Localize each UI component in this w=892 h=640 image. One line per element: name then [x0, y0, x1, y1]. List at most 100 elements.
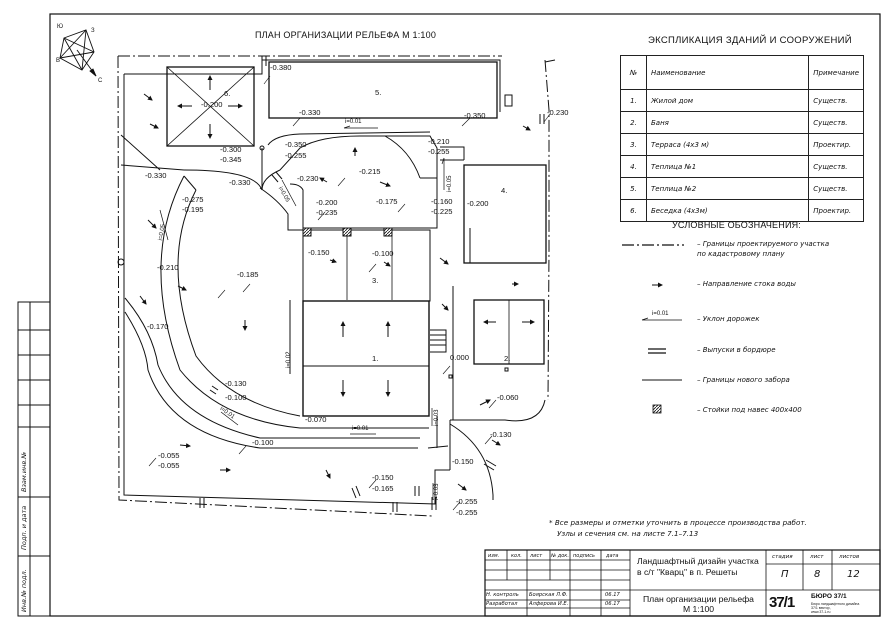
sheets-value: 12 [847, 569, 860, 580]
elevation-mark: -0.100 [252, 438, 274, 447]
title-header-change: изм. [488, 553, 500, 559]
slope-label: i=0.01 [352, 426, 369, 432]
elevation-mark: -0.200 [316, 198, 338, 207]
bureau-logo: 37/1 [769, 594, 795, 611]
compass-south-label: С [98, 78, 103, 84]
elevation-mark: -0.330 [145, 171, 167, 180]
building-4-label: 4. [501, 186, 508, 195]
elevation-mark: 0.000 [450, 353, 470, 362]
elevation-mark: -0.055 [158, 451, 180, 460]
legend-item-posts: – Стойки под навес 400х400 [697, 406, 802, 414]
elevation-mark: -0.350 [464, 111, 486, 120]
building-5-label: 5. [375, 88, 382, 97]
plan-title: ПЛАН ОРГАНИЗАЦИИ РЕЛЬЕФА М 1:100 [255, 30, 437, 40]
elevation-mark: -0.060 [497, 393, 519, 402]
control-name: Боярская Л.Ф. [529, 592, 568, 598]
elevation-mark: -0.200 [467, 199, 489, 208]
explication-title: ЭКСПЛИКАЦИЯ ЗДАНИЙ И СООРУЖЕНИЙ [648, 35, 852, 46]
elevation-mark: -0.100 [372, 249, 394, 258]
note-line-2: Узлы и сечения см. на листе 7.1–7.13 [557, 529, 699, 538]
elevation-mark: -0.175 [376, 197, 398, 206]
control-date: 06.17 [605, 592, 620, 598]
elevation-mark: -0.070 [305, 415, 327, 424]
elevation-mark: -0.215 [359, 167, 381, 176]
legend-item-boundary: – Границы проектируемого участка по када… [697, 240, 830, 258]
developer-date: 06.17 [605, 601, 620, 607]
elevation-mark: -0.230 [297, 174, 319, 183]
elevation-mark: -0.255 [456, 508, 478, 517]
elevation-mark: -0.185 [237, 270, 259, 279]
elevation-mark: -0.330 [229, 178, 251, 187]
building-6-label: 6. [224, 89, 231, 98]
legend-item-slope: – Уклон дорожек [697, 315, 760, 323]
explication-cell-name: Беседка (4х3м) [645, 199, 810, 222]
stage-header: стадия [772, 554, 793, 560]
sheet-header: лист [810, 554, 824, 560]
legend-item-flow: – Направление стока воды [697, 280, 796, 288]
elevation-mark: -0.150 [308, 248, 330, 257]
sheet-title-line-2: М 1:100 [683, 604, 715, 614]
elevation-mark: -0.275 [182, 195, 204, 204]
compass-rose-icon [59, 29, 97, 77]
elevation-mark: -0.170 [147, 322, 169, 331]
elevation-mark: -0.200 [201, 100, 223, 109]
elevation-mark: -0.330 [299, 108, 321, 117]
legend-title: УСЛОВНЫЕ ОБОЗНАЧЕНИЯ: [672, 220, 802, 230]
stage-value: П [781, 569, 789, 580]
elevation-mark: -0.130 [225, 379, 247, 388]
elevation-mark: -0.210 [428, 137, 450, 146]
elevation-mark: -0.165 [372, 484, 394, 493]
project-title-line-1: Ландшафтный дизайн участка [637, 556, 759, 566]
title-header-signature: подпись [573, 553, 595, 559]
elevation-mark: -0.150 [372, 473, 394, 482]
bureau-detail-2: 37/1 вектор, [811, 606, 831, 610]
table-row: 6. Беседка (4х3м) Проектир. [620, 199, 864, 222]
elevation-mark: -0.130 [490, 430, 512, 439]
elevation-mark: -0.100 [225, 393, 247, 402]
elevation-mark: -0.380 [270, 63, 292, 72]
elevation-mark: -0.255 [428, 147, 450, 156]
elevation-mark: -0.345 [220, 155, 242, 164]
path-slope-symbol [641, 317, 682, 321]
developer-role: Разработал [486, 601, 518, 607]
elevation-mark: -0.255 [285, 151, 307, 160]
title-header-sheet: лист [530, 553, 543, 559]
title-header-doc: № док. [551, 553, 569, 559]
legend-symbols [622, 244, 684, 414]
legend-item-outlets: – Выпуски в бордюре [697, 346, 776, 354]
developer-name: Алферова И.Е. [529, 601, 569, 607]
note-line-1: * Все размеры и отметки уточнить в проце… [549, 518, 807, 527]
explication-cell-number: 6. [620, 199, 647, 222]
elevation-mark: -0.055 [158, 461, 180, 470]
elevation-mark: -0.230 [547, 108, 569, 117]
elevation-mark: -0.160 [431, 197, 453, 206]
general-note: * Все размеры и отметки уточнить в проце… [549, 517, 807, 539]
control-role: Н. контроль [486, 592, 519, 598]
elevation-mark: -0.235 [316, 208, 338, 217]
bureau-name: БЮРО 37/1 [811, 593, 847, 600]
title-header-date: дата [606, 553, 619, 559]
explication-table: № Наименование Примечание 1. Жилой дом С… [620, 55, 864, 222]
building-1-label: 1. [372, 354, 379, 363]
elevation-mark: -0.195 [182, 205, 204, 214]
elevation-mark: -0.300 [220, 145, 242, 154]
building-2-label: 2. [504, 354, 511, 363]
compass-east-label: З [91, 28, 95, 34]
sheet-title-line-1: План организации рельефа [643, 594, 754, 604]
elevation-mark: -0.350 [285, 140, 307, 149]
compass-west-label: В [56, 58, 61, 64]
project-title-line-2: в с/т "Кварц" в п. Решеты [637, 567, 738, 577]
sheet-value: 8 [814, 569, 821, 580]
slope-label: i=0.01 [345, 119, 362, 125]
table-row: 3. Терраса (4х3 м) Проектир. [620, 133, 864, 156]
legend-slope-sample: i=0.01 [652, 311, 669, 317]
title-header-count: кол. [511, 553, 522, 559]
elevation-mark: -0.210 [157, 263, 179, 272]
bureau-detail-1: Бюро ландшафтного дизайна [811, 602, 860, 606]
sheets-header: листов [839, 554, 860, 560]
building-3-label: 3. [372, 276, 379, 285]
